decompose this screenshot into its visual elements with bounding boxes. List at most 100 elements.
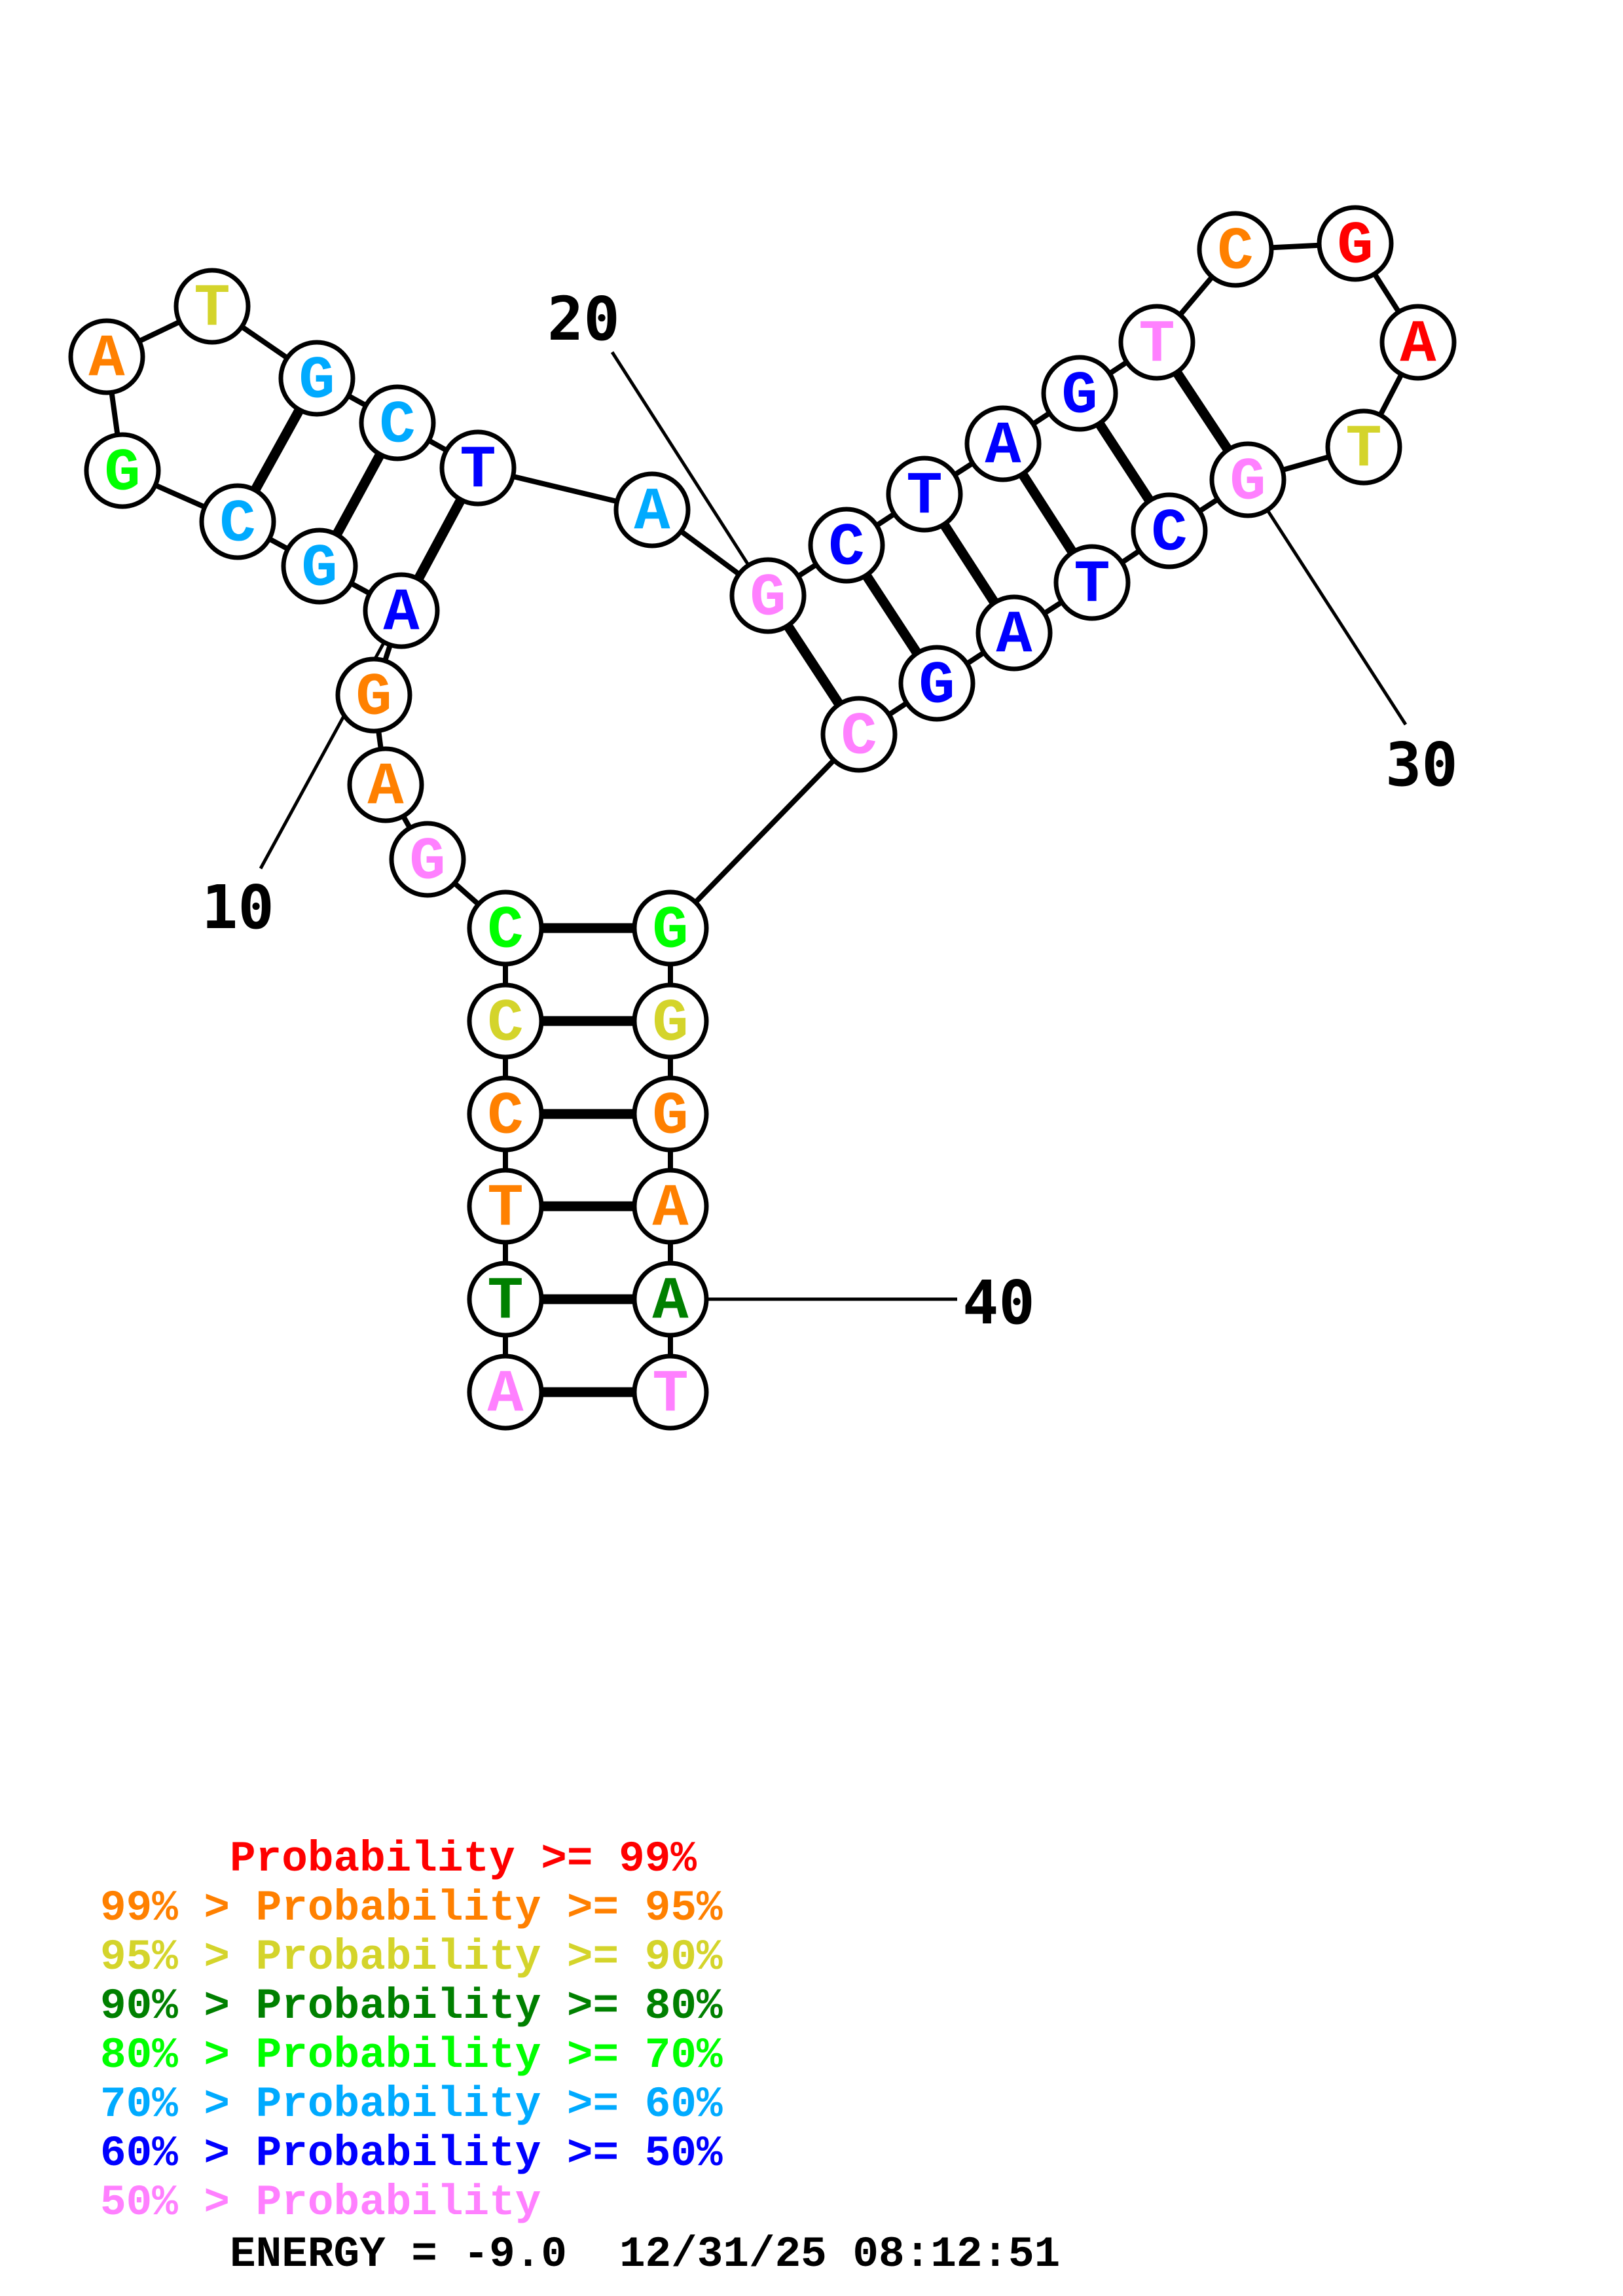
nucleotide-letter: A: [652, 1175, 689, 1244]
nucleotide-circle: [632, 1075, 709, 1153]
nucleotide-letter: A: [996, 601, 1032, 670]
nucleotide-7: G: [389, 821, 466, 898]
nucleotide-circle: [632, 889, 709, 967]
nucleotide-circle: [1325, 408, 1402, 486]
nucleotide-circle: [1041, 355, 1118, 432]
nucleotide-circle: [1317, 205, 1394, 282]
nucleotide-34: G: [898, 645, 976, 722]
nucleotide-letter: G: [104, 439, 140, 508]
nucleotide-circle: [335, 656, 412, 734]
nucleotide-circle: [347, 746, 424, 823]
nucleotide-letter: T: [194, 275, 230, 344]
nucleotide-11: G: [281, 528, 358, 605]
nucleotide-letter: T: [1074, 551, 1110, 620]
nucleotide-circle: [84, 432, 161, 509]
probability-legend: Probability >= 99%99% > Probability >= 9…: [100, 1835, 723, 2227]
nucleotide-27: G: [1317, 205, 1394, 282]
nucleotide-32: T: [1053, 544, 1131, 621]
nucleotide-12: C: [199, 483, 276, 560]
nucleotide-circle: [964, 405, 1042, 482]
nucleotide-circle: [467, 889, 544, 967]
backbone-segment: [668, 732, 861, 930]
nucleotide-letter: T: [1139, 311, 1175, 380]
nucleotide-circle: [613, 471, 691, 548]
nucleotide-circle: [467, 1354, 544, 1431]
nucleotide-circle: [632, 1168, 709, 1245]
nucleotide-9: G: [335, 656, 412, 734]
nucleotide-29: T: [1325, 408, 1402, 486]
nucleotide-16: G: [278, 340, 356, 417]
nucleotide-letter: A: [383, 579, 420, 648]
nucleotide-20: G: [729, 557, 807, 634]
nucleotide-letter: G: [409, 828, 445, 897]
nucleotide-39: A: [632, 1168, 709, 1245]
backbone: [104, 241, 1421, 1392]
nucleotide-letter: G: [919, 652, 955, 721]
nucleotide-letter: C: [487, 990, 523, 1058]
nucleotide-circle: [808, 507, 885, 584]
nucleotide-letter: A: [367, 753, 404, 822]
nucleotide-circle: [898, 645, 976, 722]
energy-footer: ENERGY = -9.0 12/31/25 08:12:51: [100, 2230, 1138, 2279]
nucleotide-letter: T: [906, 463, 942, 531]
legend-row-70to80: 80% > Probability >= 70%: [100, 2031, 723, 2080]
nucleotide-letter: C: [1217, 218, 1253, 287]
nucleotide-letter: T: [1345, 416, 1381, 484]
nucleotide-22: T: [886, 456, 963, 533]
nucleotide-1: A: [467, 1354, 544, 1431]
nucleotide-8: A: [347, 746, 424, 823]
position-label-leaders: [259, 351, 1408, 1301]
nucleotide-15: T: [173, 268, 251, 345]
nucleotide-circle: [278, 340, 356, 417]
nucleotide-letter: T: [487, 1268, 523, 1336]
nucleotide-40: A: [632, 1261, 709, 1338]
label-leader-10: [259, 609, 403, 870]
nucleotide-letter: C: [219, 490, 255, 559]
nucleotide-10: A: [363, 572, 440, 649]
nucleotide-circle: [820, 696, 898, 773]
nucleotide-letter: A: [652, 1268, 689, 1336]
nucleotide-4: C: [467, 1075, 544, 1153]
nucleotide-letter: G: [750, 564, 786, 633]
nucleotide-26: C: [1197, 211, 1274, 288]
nucleotide-letter: C: [487, 1083, 523, 1151]
nucleotide-circle: [359, 384, 436, 461]
nucleotide-circle: [886, 456, 963, 533]
nucleotide-21: C: [808, 507, 885, 584]
legend-row-90to95: 95% > Probability >= 90%: [100, 1933, 723, 1982]
nucleotide-33: A: [976, 594, 1053, 672]
label-leader-20: [610, 351, 770, 597]
nucleotide-circle: [1379, 304, 1457, 381]
nucleotide-letter: G: [301, 535, 337, 603]
nucleotide-circle: [632, 1261, 709, 1338]
nucleotide-letter: C: [828, 514, 864, 583]
nucleotide-circle: [976, 594, 1053, 672]
nucleotide-letter: G: [1061, 362, 1097, 431]
nucleotide-circle: [363, 572, 440, 649]
nucleotide-letter: C: [487, 897, 523, 965]
nucleotide-letter: T: [460, 437, 496, 505]
nucleotide-letter: G: [356, 664, 392, 732]
nucleotide-25: T: [1118, 304, 1195, 381]
nucleotide-2: T: [467, 1261, 544, 1338]
nucleotide-letter: A: [1400, 311, 1436, 380]
nucleotide-5: C: [467, 982, 544, 1060]
nucleotide-41: T: [632, 1354, 709, 1431]
nucleotide-circle: [1053, 544, 1131, 621]
nucleotide-letter: C: [379, 391, 415, 460]
timestamp: 12/31/25 08:12:51: [619, 2230, 1060, 2279]
nucleotide-circle: [173, 268, 251, 345]
nucleotide-37: G: [632, 982, 709, 1060]
legend-row-60to70: 70% > Probability >= 60%: [100, 2080, 723, 2129]
nucleotide-letter: A: [634, 478, 670, 547]
nucleotide-circle: [467, 1075, 544, 1153]
position-label-20: 20: [547, 284, 620, 354]
energy-label: ENERGY = -9.0: [230, 2230, 567, 2279]
nucleotide-3: T: [467, 1168, 544, 1245]
nucleotide-30: G: [1209, 441, 1286, 518]
legend-row-95to99: 99% > Probability >= 95%: [100, 1884, 723, 1933]
nucleotide-circle: [1197, 211, 1274, 288]
nucleotide-letter: C: [841, 703, 877, 772]
